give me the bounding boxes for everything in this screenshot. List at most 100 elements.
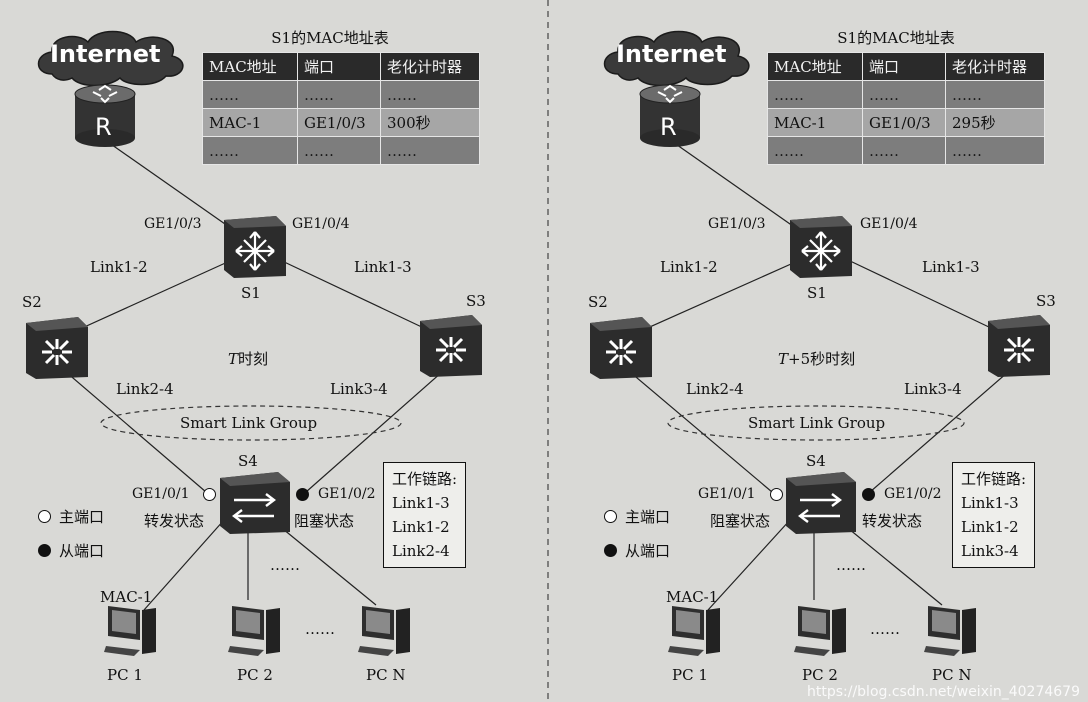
solid-dot-icon <box>38 544 51 557</box>
pc1-label: PC 1 <box>672 666 708 684</box>
s4-port-left: GE1/0/1 <box>132 486 190 502</box>
router-icon <box>639 84 701 147</box>
working-link-item: Link1-3 <box>961 494 1019 512</box>
time-label: T+5秒时刻 <box>778 350 856 368</box>
table-cell: 300秒 <box>380 108 480 137</box>
s4-port-left: GE1/0/1 <box>698 486 756 502</box>
ellipsis-mid: …… <box>870 620 900 638</box>
table-cell: …… <box>862 136 946 165</box>
s3-label: S3 <box>1036 292 1056 310</box>
table-cell: …… <box>380 80 480 109</box>
s4-switch-icon <box>220 472 290 534</box>
s4-port-right: GE1/0/2 <box>884 486 942 502</box>
working-link-item: Link1-3 <box>392 494 450 512</box>
state-right-label: 阻塞状态 <box>294 512 355 530</box>
state-left-label: 阻塞状态 <box>710 512 771 530</box>
header-cell: 老化计时器 <box>945 52 1045 81</box>
working-links-box: 工作链路: Link1-3 Link1-2 Link2-4 <box>383 462 467 568</box>
mac-address-table: MAC地址 端口 老化计时器 …… …… …… MAC-1 GE1/0/3 29… <box>767 52 1045 165</box>
pc2-label: PC 2 <box>802 666 838 684</box>
table-cell: …… <box>297 80 381 109</box>
mac-table-title: S1的MAC地址表 <box>837 29 955 47</box>
s4-pcn-line <box>271 519 377 606</box>
s1-port-right: GE1/0/4 <box>292 216 350 232</box>
link1-2-label: Link1-2 <box>90 258 148 276</box>
s3-switch-icon <box>420 315 482 377</box>
mac-table-title: S1的MAC地址表 <box>271 29 389 47</box>
s1-label: S1 <box>241 284 261 302</box>
table-row: MAC-1 GE1/0/3 295秒 <box>767 108 1045 137</box>
legend-slave: 从端口 <box>604 540 670 561</box>
header-cell: MAC地址 <box>767 52 863 81</box>
link2-4-label: Link2-4 <box>686 380 744 398</box>
link2-4-line <box>629 371 773 493</box>
pcn-label: PC N <box>932 666 972 684</box>
link1-3-label: Link1-3 <box>354 258 412 276</box>
ellipsis-top: …… <box>836 556 866 574</box>
slave-port-dot <box>296 488 309 501</box>
table-cell: …… <box>945 136 1045 165</box>
working-link-item: Link1-2 <box>392 518 450 536</box>
mac1-label: MAC-1 <box>100 588 153 606</box>
pc2-label: PC 2 <box>237 666 273 684</box>
table-cell: …… <box>202 80 298 109</box>
working-link-item: Link1-2 <box>961 518 1019 536</box>
right-smart-link-group-ellipse <box>667 405 965 441</box>
table-row: …… …… …… <box>767 136 1045 165</box>
s1-switch-icon <box>790 216 852 278</box>
table-cell: GE1/0/3 <box>862 108 946 137</box>
working-links-title: 工作链路: <box>961 470 1027 488</box>
link3-4-line <box>305 371 443 493</box>
s2-switch-icon <box>590 317 652 379</box>
master-port-dot <box>770 488 783 501</box>
internet-label: Internet <box>616 40 727 68</box>
s2-label: S2 <box>588 293 608 311</box>
table-header-row: MAC地址 端口 老化计时器 <box>767 52 1045 81</box>
internet-label: Internet <box>50 40 161 68</box>
header-cell: 端口 <box>862 52 946 81</box>
s4-port-right: GE1/0/2 <box>318 486 376 502</box>
working-link-item: Link2-4 <box>392 542 450 560</box>
header-cell: MAC地址 <box>202 52 298 81</box>
legend-master: 主端口 <box>38 506 104 527</box>
s1-switch-icon <box>224 216 286 278</box>
smart-link-group-label: Smart Link Group <box>180 414 318 432</box>
link2-4-line <box>65 371 207 493</box>
s3-switch-icon <box>988 315 1050 377</box>
left-smart-link-group-ellipse <box>100 405 402 441</box>
s1-port-left: GE1/0/3 <box>708 216 766 232</box>
table-row: …… …… …… <box>202 136 480 165</box>
table-cell: …… <box>767 136 863 165</box>
master-port-dot <box>203 488 216 501</box>
legend-slave: 从端口 <box>38 540 104 561</box>
solid-dot-icon <box>604 544 617 557</box>
table-row: MAC-1 GE1/0/3 300秒 <box>202 108 480 137</box>
slave-port-dot <box>862 488 875 501</box>
s1-label: S1 <box>807 284 827 302</box>
table-cell: …… <box>945 80 1045 109</box>
table-cell: …… <box>767 80 863 109</box>
internet-cloud-icon <box>603 30 750 87</box>
table-cell: MAC-1 <box>767 108 863 137</box>
s4-label: S4 <box>238 452 258 470</box>
s2-switch-icon <box>26 317 88 379</box>
ellipsis-top: …… <box>270 556 300 574</box>
state-left-label: 转发状态 <box>144 512 205 530</box>
header-cell: 端口 <box>297 52 381 81</box>
mac-address-table: MAC地址 端口 老化计时器 …… …… …… MAC-1 GE1/0/3 30… <box>202 52 480 165</box>
link1-3-label: Link1-3 <box>922 258 980 276</box>
link1-3-line <box>279 259 446 339</box>
link2-4-label: Link2-4 <box>116 380 174 398</box>
table-cell: GE1/0/3 <box>297 108 381 137</box>
time-label: T时刻 <box>228 350 269 368</box>
internet-cloud-icon <box>37 30 184 87</box>
pcn-icon <box>358 606 410 656</box>
s4-pc1-line <box>707 519 791 611</box>
pc1-icon <box>668 606 720 656</box>
pcn-icon <box>924 606 976 656</box>
table-cell: MAC-1 <box>202 108 298 137</box>
link3-4-label: Link3-4 <box>904 380 962 398</box>
s1-port-right: GE1/0/4 <box>860 216 918 232</box>
s4-pcn-line <box>837 519 943 606</box>
